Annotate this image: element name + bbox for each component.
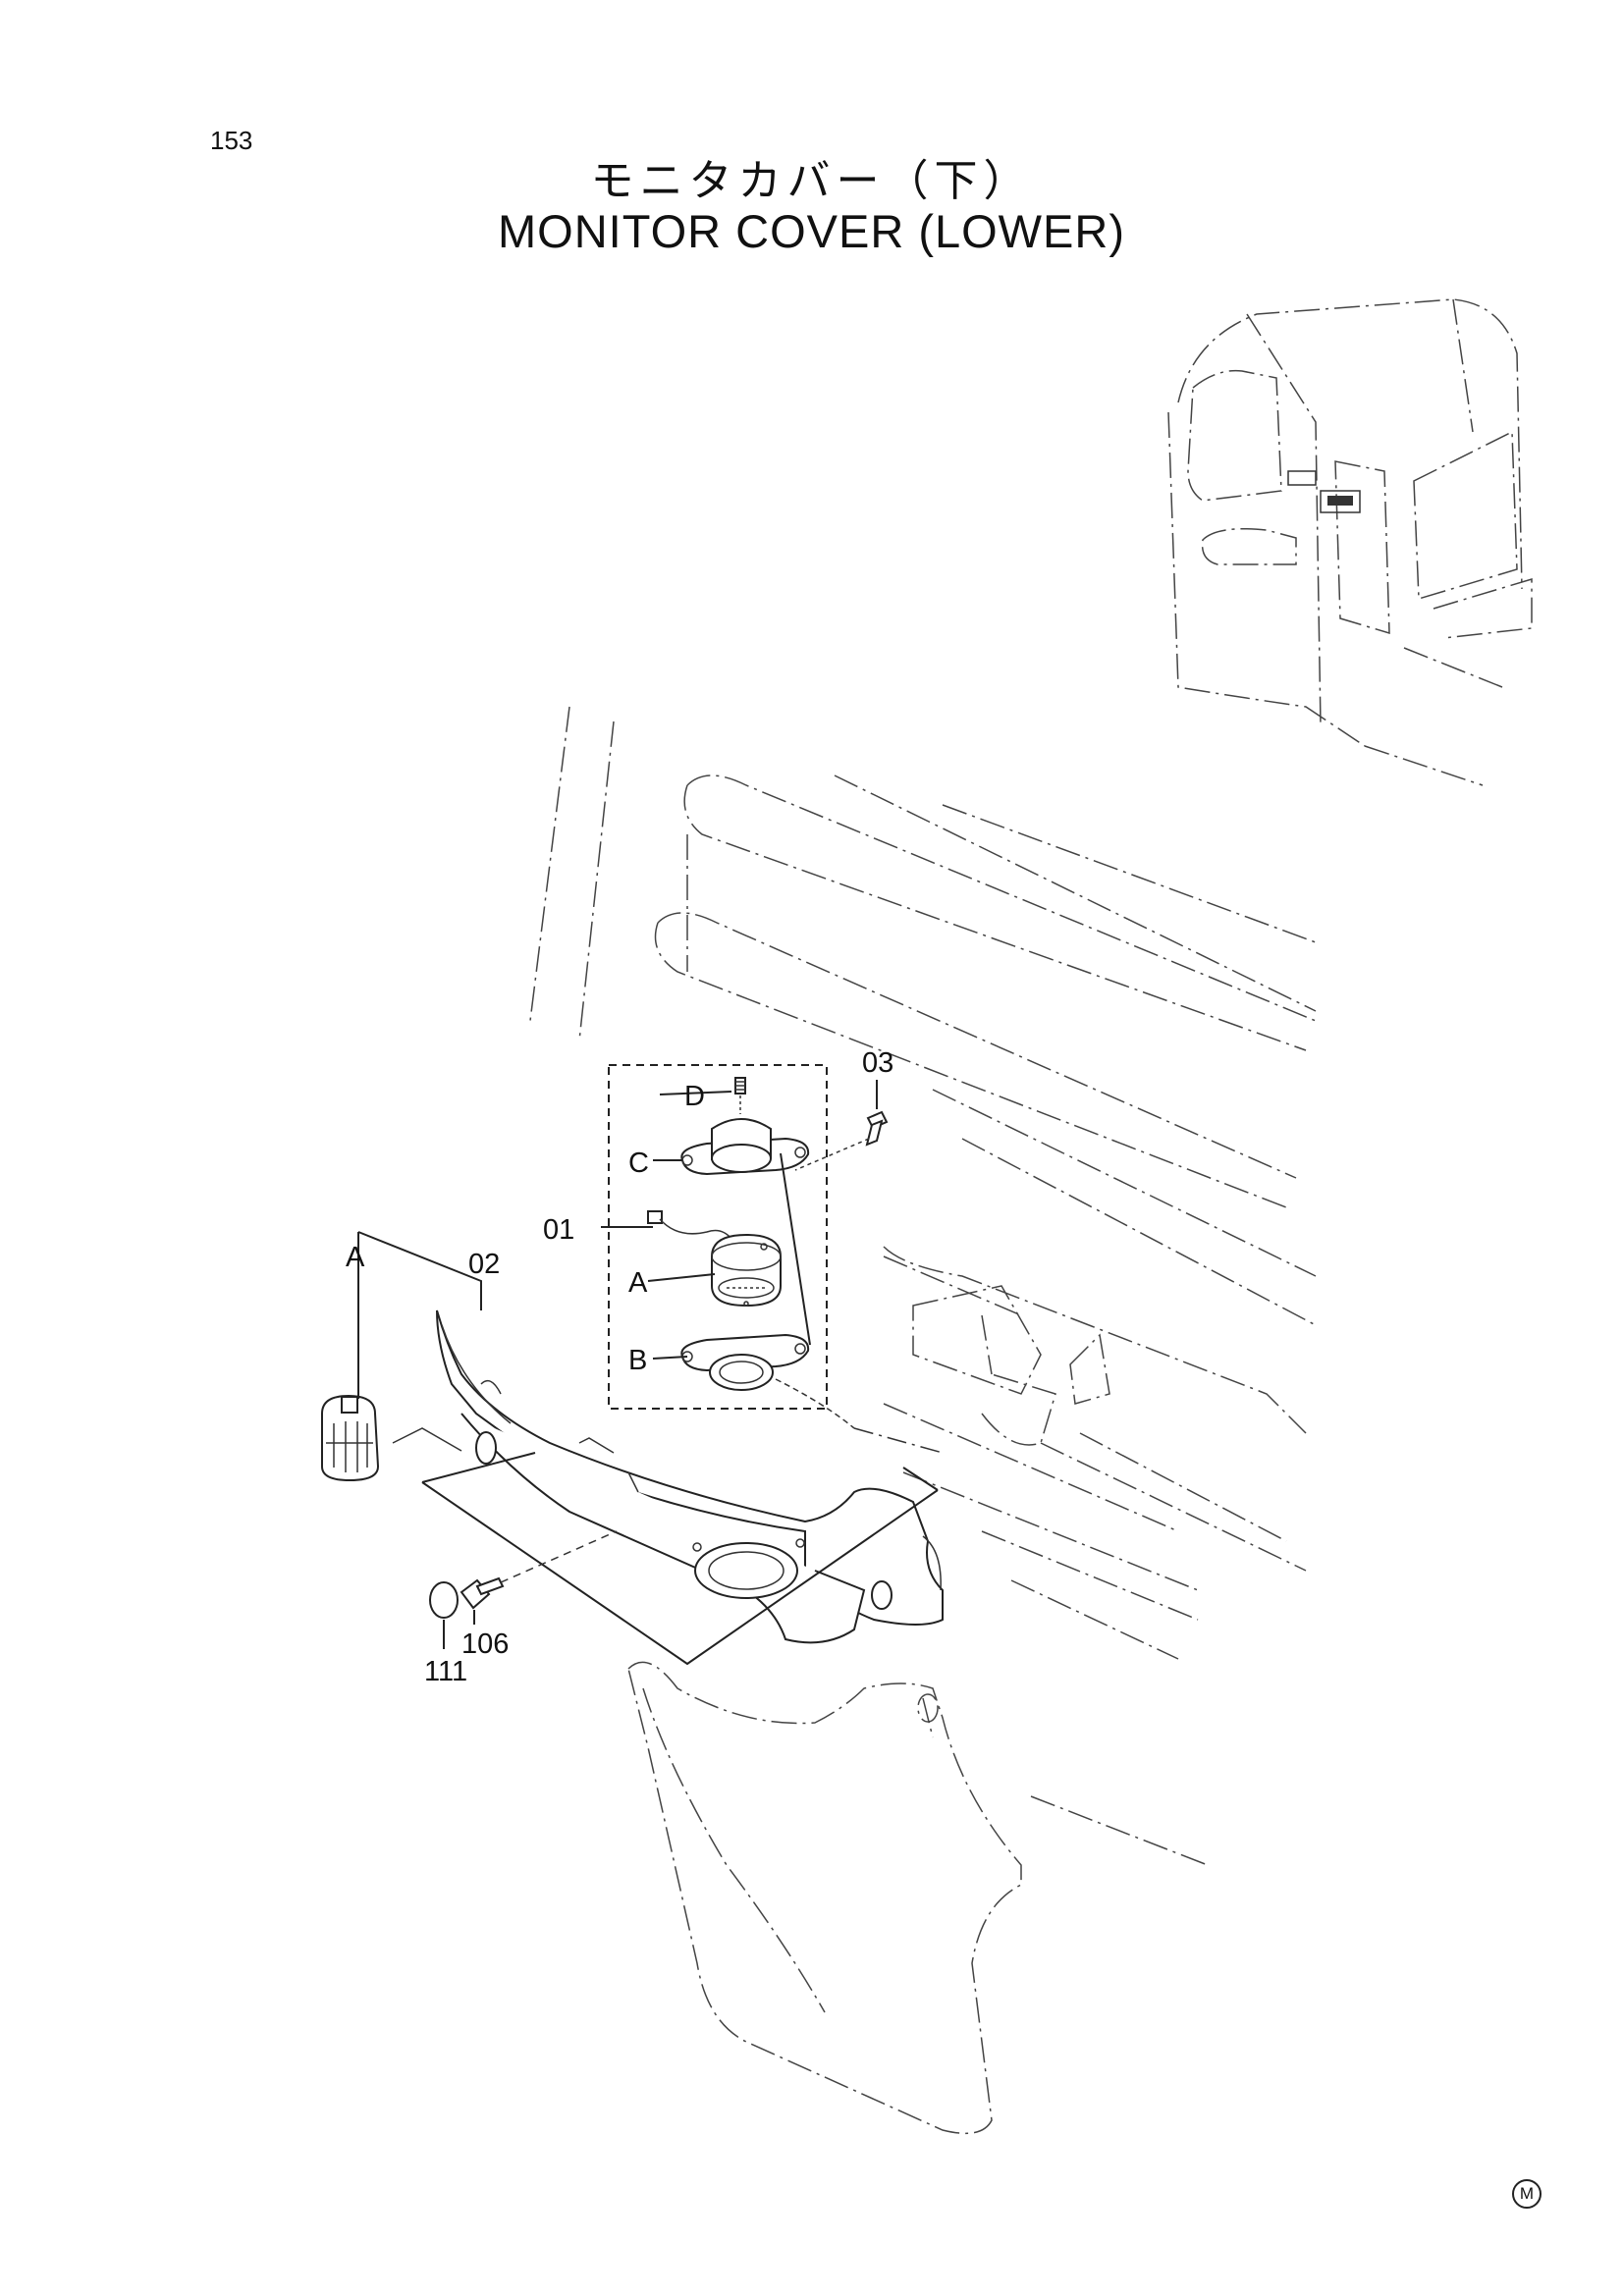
callout-a-inner: A <box>628 1267 648 1299</box>
cap-part-111 <box>429 1581 459 1619</box>
screw-part-03 <box>794 1110 889 1171</box>
callout-a-top: A <box>346 1242 365 1273</box>
callout-01: 01 <box>543 1214 574 1246</box>
cab-overview-illustration <box>1167 298 1533 786</box>
title-english: MONITOR COVER (LOWER) <box>498 205 1125 257</box>
callout-leaders <box>357 1080 878 1649</box>
monitor-cover-lower-part-02 <box>392 1309 944 1666</box>
assembly-01-components <box>647 1077 944 1454</box>
callout-c: C <box>628 1148 649 1179</box>
callout-111: 111 <box>424 1656 467 1687</box>
page-number: 153 <box>210 126 253 155</box>
callout-b: B <box>628 1345 647 1376</box>
callout-106: 106 <box>461 1629 509 1660</box>
title-japanese: モニタカバー（下） <box>590 156 1033 206</box>
clip-part-a <box>321 1394 380 1482</box>
callout-03: 03 <box>862 1047 893 1079</box>
callout-d: D <box>684 1081 705 1112</box>
assembly-01-boundary <box>608 1064 828 1410</box>
console-cover-phantom <box>627 1661 1022 2135</box>
cab-interior-phantom-lines <box>529 706 1317 1866</box>
callout-02: 02 <box>468 1249 500 1280</box>
bolt-part-106 <box>460 1530 618 1610</box>
corner-registered-mark: M <box>1512 2179 1542 2209</box>
